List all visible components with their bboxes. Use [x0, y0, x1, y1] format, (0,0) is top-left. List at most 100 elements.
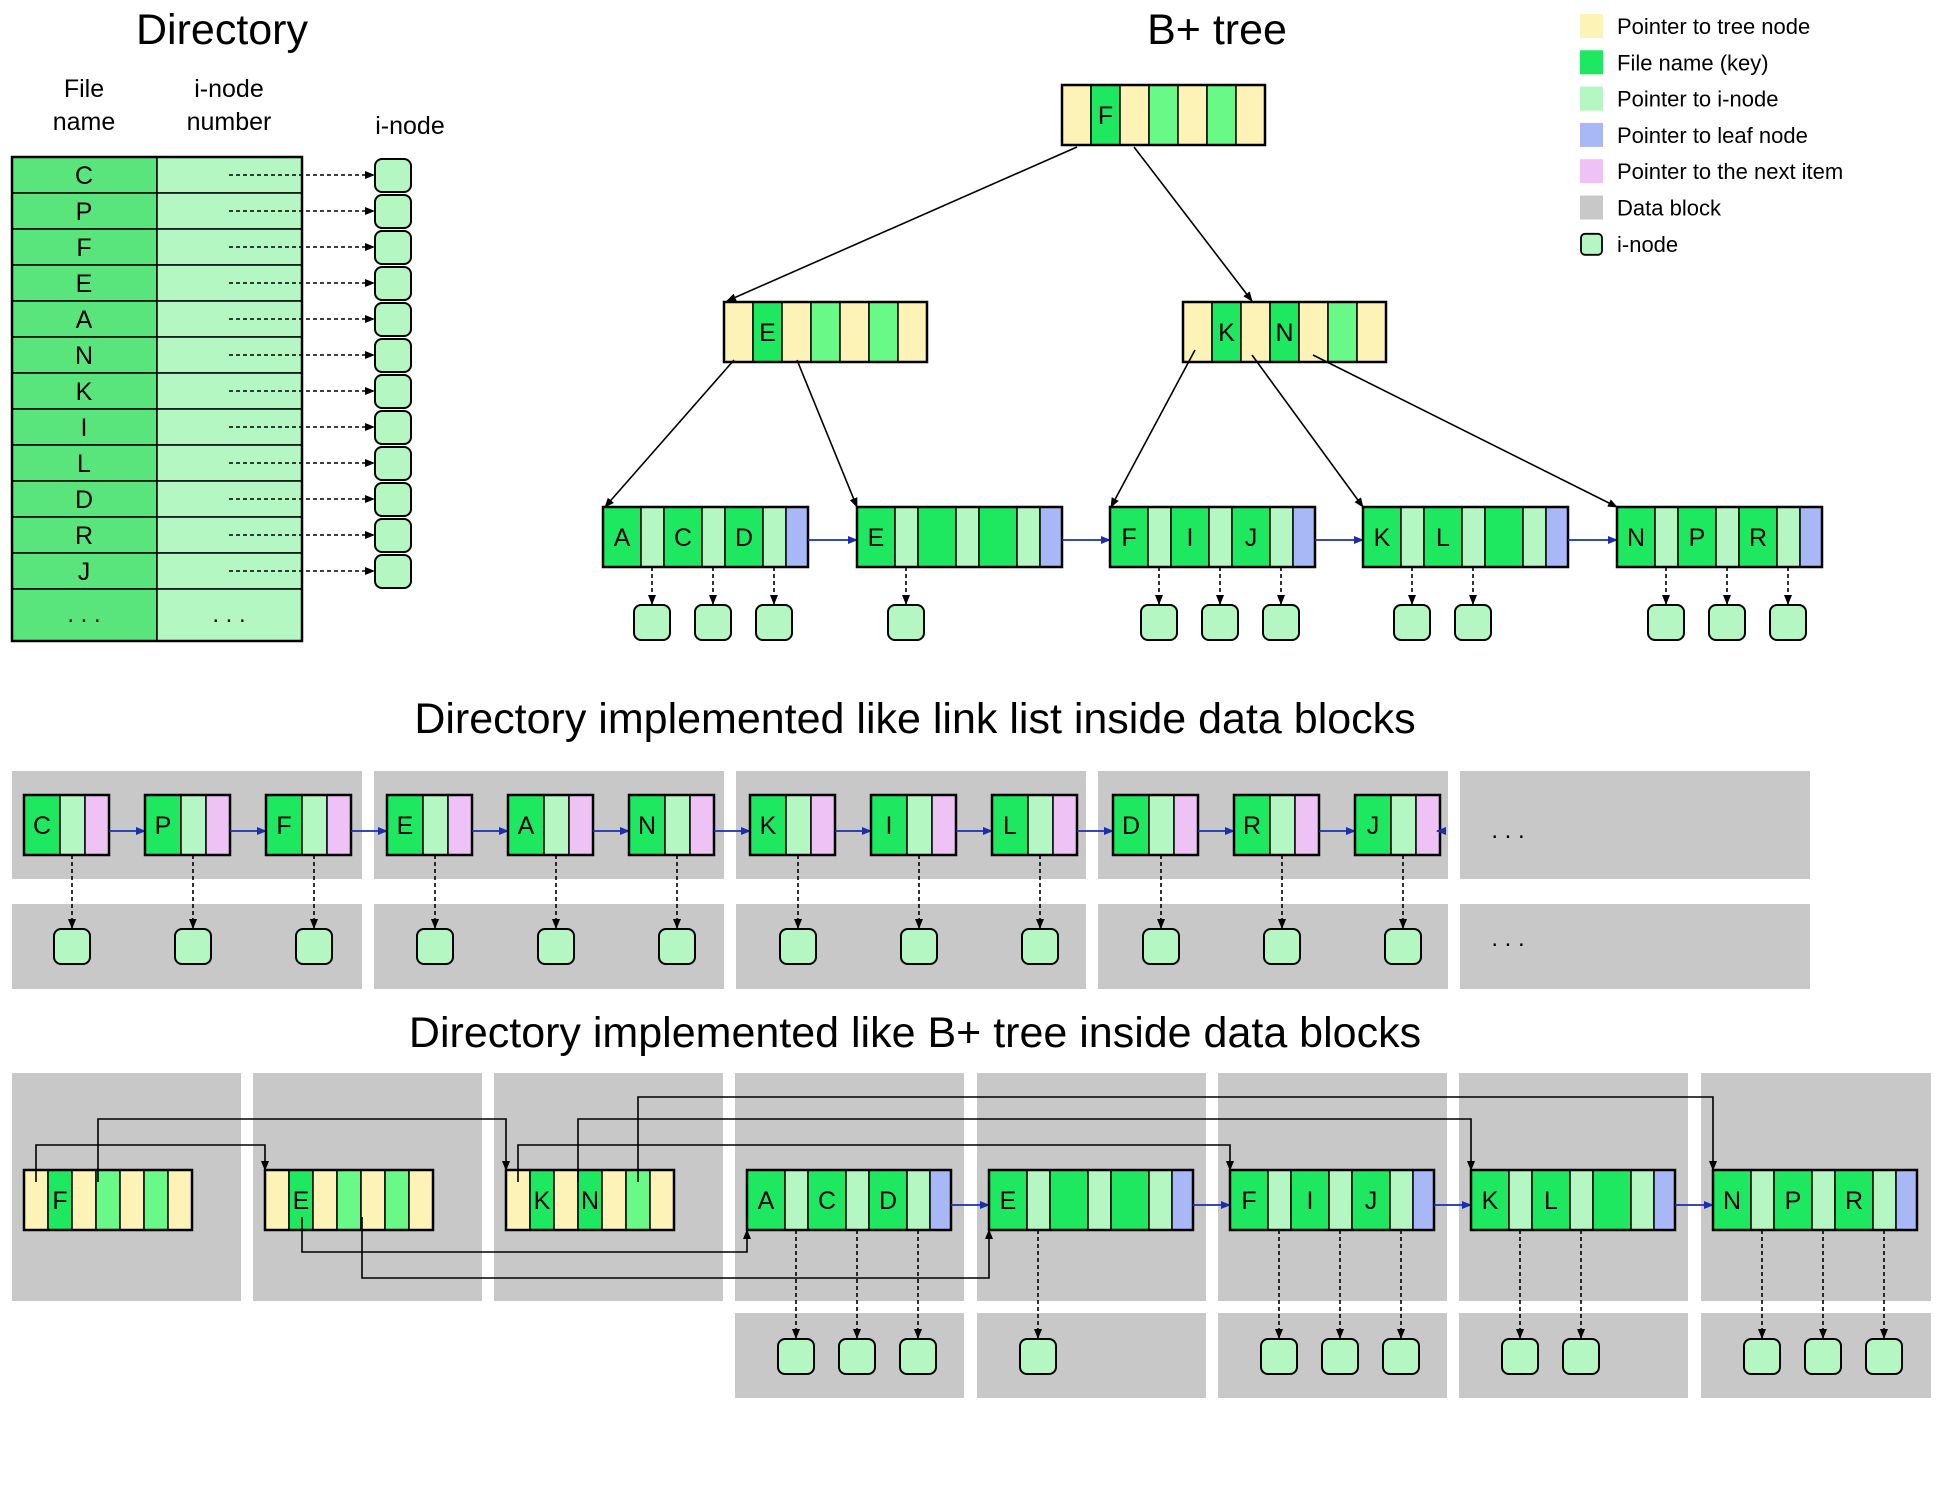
key-label: P	[155, 812, 172, 840]
inode-box	[658, 928, 696, 965]
key-label: N	[1627, 524, 1645, 552]
tree-pointer-arrow	[301, 1217, 751, 1253]
node-slot	[781, 301, 812, 363]
linklist-item-node: E	[385, 793, 474, 857]
inode-box	[633, 604, 671, 641]
node-slot	[1654, 506, 1679, 568]
directory-entry-name: D	[75, 486, 93, 514]
column-header-filename: File	[64, 75, 104, 103]
tree-pointer-arrow	[517, 1144, 1234, 1182]
node-slot	[1545, 506, 1569, 568]
legend-swatch	[1580, 86, 1603, 111]
node-slot	[931, 794, 957, 856]
directory-entry-name: N	[75, 342, 93, 370]
inode-box	[374, 410, 412, 445]
node-slot	[1267, 1169, 1292, 1231]
key-label: K	[1482, 1187, 1499, 1215]
node-slot	[894, 506, 919, 568]
block-tree-leaf-node: E	[987, 1168, 1195, 1232]
node-outline	[1232, 793, 1321, 857]
node-slot	[1026, 1169, 1051, 1231]
key-label: L	[1003, 812, 1017, 840]
node-slot	[1522, 506, 1547, 568]
inode-box	[416, 928, 454, 965]
node-slot	[955, 506, 980, 568]
tree-pointer-arrow	[1312, 354, 1618, 508]
inode-box	[1454, 604, 1492, 641]
node-slot	[628, 794, 666, 856]
node-outline	[263, 1168, 435, 1232]
directory-ellipsis: . . .	[67, 601, 100, 628]
node-slot	[205, 794, 231, 856]
node-slot	[602, 506, 642, 568]
legend-label: Pointer to leaf node	[1617, 123, 1808, 148]
inode-box	[374, 302, 412, 337]
node-slot	[810, 794, 836, 856]
linklist-item-node: C	[22, 793, 111, 857]
node-slot	[1715, 506, 1740, 568]
node-slot	[1177, 84, 1208, 146]
node-slot	[553, 1169, 579, 1231]
inode-box	[777, 1338, 815, 1375]
legend-label: Pointer to i-node	[1617, 87, 1778, 112]
node-outline	[22, 793, 111, 857]
node-slot	[1148, 794, 1175, 856]
inode-box	[1804, 1338, 1842, 1375]
node-outline	[869, 793, 958, 857]
node-slot	[71, 1169, 97, 1231]
node-slot	[1182, 301, 1213, 363]
node-slot	[1049, 1169, 1089, 1231]
legend-swatch	[1580, 14, 1603, 38]
node-slot	[1206, 84, 1237, 146]
key-label: R	[1845, 1187, 1863, 1215]
key-label: F	[52, 1187, 67, 1215]
node-slot	[917, 506, 957, 568]
node-outline	[1711, 1168, 1919, 1232]
inode-box	[1769, 604, 1807, 641]
inode-box	[1201, 604, 1239, 641]
directory-entry-name: C	[75, 162, 93, 190]
directory-name-cell	[11, 300, 158, 338]
tree-pointer-arrow	[796, 359, 858, 508]
inode-box	[838, 1338, 876, 1375]
node-outline	[264, 793, 353, 857]
inode-box	[694, 604, 732, 641]
block-tree-internal-node: E	[263, 1168, 435, 1232]
node-slot	[1351, 1169, 1391, 1231]
key-label: F	[1098, 102, 1113, 130]
key-label: A	[614, 524, 631, 552]
node-slot	[1229, 1169, 1269, 1231]
node-slot	[746, 1169, 786, 1231]
node-slot	[978, 506, 1018, 568]
node-outline	[1469, 1168, 1677, 1232]
node-outline	[22, 1168, 194, 1232]
legend-swatch-inode	[1580, 232, 1603, 256]
node-slot	[384, 1169, 410, 1231]
linklist-item-node: K	[748, 793, 837, 857]
node-slot	[1061, 84, 1092, 146]
node-outline	[745, 1168, 953, 1232]
node-slot	[1569, 1169, 1594, 1231]
key-label: I	[1307, 1187, 1314, 1215]
node-outline	[601, 505, 810, 569]
directory-ellipsis: . . .	[212, 601, 245, 628]
node-slot	[422, 794, 449, 856]
tree-pointer-arrow	[361, 1217, 993, 1279]
node-slot	[906, 1169, 931, 1231]
column-header-inode-number: i-node	[194, 75, 264, 103]
linklist-item-node: P	[143, 793, 232, 857]
tree-pointer-arrow	[577, 1118, 1475, 1182]
node-slot	[1750, 1169, 1775, 1231]
node-slot	[906, 794, 933, 856]
key-label: P	[1785, 1187, 1802, 1215]
node-slot	[1508, 1169, 1533, 1231]
linklist-ellipsis: . . .	[1491, 817, 1524, 844]
node-slot	[1677, 506, 1717, 568]
linklist-item-node: F	[264, 793, 353, 857]
key-label: A	[518, 812, 535, 840]
node-slot	[1712, 1169, 1752, 1231]
key-label: E	[293, 1187, 310, 1215]
